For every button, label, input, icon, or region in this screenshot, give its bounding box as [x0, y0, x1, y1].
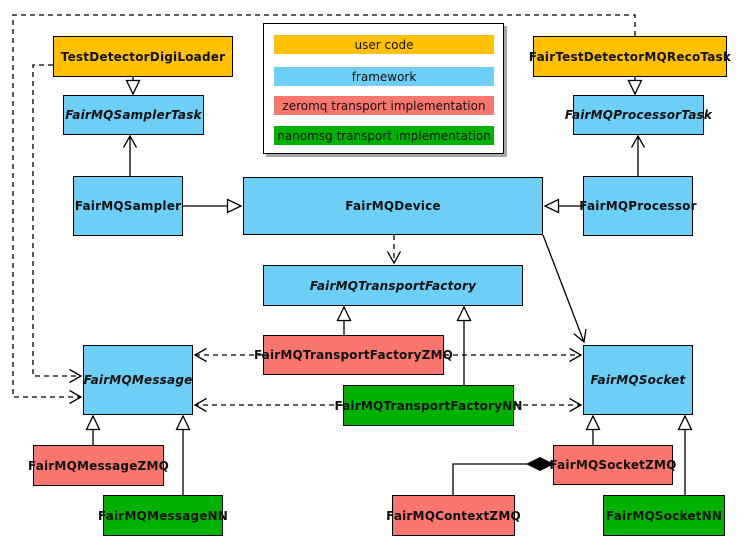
class-box-fairmqsamplertask: FairMQSamplerTask	[63, 95, 204, 135]
class-label: FairMQContextZMQ	[386, 508, 521, 523]
class-box-testdetectordigiloader: TestDetectorDigiLoader	[53, 36, 233, 77]
class-label: FairMQSampler	[74, 199, 182, 213]
class-box-fairmqtransportfactoryzmq: FairMQTransportFactoryZMQ	[254, 335, 453, 375]
class-box-fairmqsocketnn: FairMQSocketNN	[603, 495, 725, 536]
legend-item-framework: framework	[274, 67, 494, 86]
class-box-fairmqcontextzmq: FairMQContextZMQ	[386, 495, 521, 536]
class-box-fairmqtransportfactorynn: FairMQTransportFactoryNN	[334, 385, 522, 426]
class-label: FairMQMessage	[83, 373, 193, 387]
class-box-fairtestdetectormqrecotask: FairTestDetectorMQRecoTask	[529, 36, 731, 77]
class-label: FairMQTransportFactoryZMQ	[253, 348, 454, 362]
class-label: FairMQMessageNN	[97, 508, 229, 523]
class-box-fairmqdevice: FairMQDevice	[243, 177, 543, 235]
class-label: TestDetectorDigiLoader	[60, 49, 226, 64]
class-box-fairmqmessage: FairMQMessage	[83, 345, 193, 415]
class-box-fairmqsampler: FairMQSampler	[73, 176, 183, 236]
class-label: FairMQDevice	[345, 199, 441, 213]
class-label: FairMQTransportFactoryNN	[334, 398, 523, 413]
class-label: FairMQProcessorTask	[564, 108, 713, 122]
class-box-fairmqprocessortask: FairMQProcessorTask	[565, 95, 712, 135]
legend-item-nanomsg: nanomsg transport implementation	[274, 126, 494, 145]
class-box-fairmqsocketzmq: FairMQSocketZMQ	[549, 445, 676, 485]
class-label: FairMQSocket	[590, 373, 686, 387]
edge-contextzmq-socketzmq-composition	[452, 463, 527, 495]
class-label: FairMQTransportFactory	[309, 278, 477, 293]
class-label: FairTestDetectorMQRecoTask	[528, 49, 732, 64]
class-label: FairMQSocketZMQ	[549, 458, 677, 472]
edge-device-socket-association	[542, 234, 587, 344]
class-box-fairmqmessagezmq: FairMQMessageZMQ	[28, 445, 169, 486]
legend-item-user-code: user code	[274, 35, 494, 54]
legend-label: framework	[351, 69, 417, 84]
class-box-fairmqsocket: FairMQSocket	[583, 345, 693, 415]
class-box-fairmqtransportfactory: FairMQTransportFactory	[263, 265, 523, 306]
legend-item-zeromq: zeromq transport implementation	[274, 96, 494, 115]
class-label: FairMQSamplerTask	[65, 108, 202, 122]
legend-label: zeromq transport implementation	[282, 98, 486, 113]
legend: user code framework zeromq transport imp…	[263, 23, 504, 154]
class-label: FairMQSocketNN	[605, 508, 723, 523]
class-label: FairMQMessageZMQ	[28, 458, 170, 473]
legend-label: user code	[354, 37, 414, 52]
class-box-fairmqprocessor: FairMQProcessor	[579, 176, 697, 236]
class-box-fairmqmessagenn: FairMQMessageNN	[98, 495, 228, 536]
legend-label: nanomsg transport implementation	[277, 128, 491, 143]
class-label: FairMQProcessor	[579, 199, 697, 213]
